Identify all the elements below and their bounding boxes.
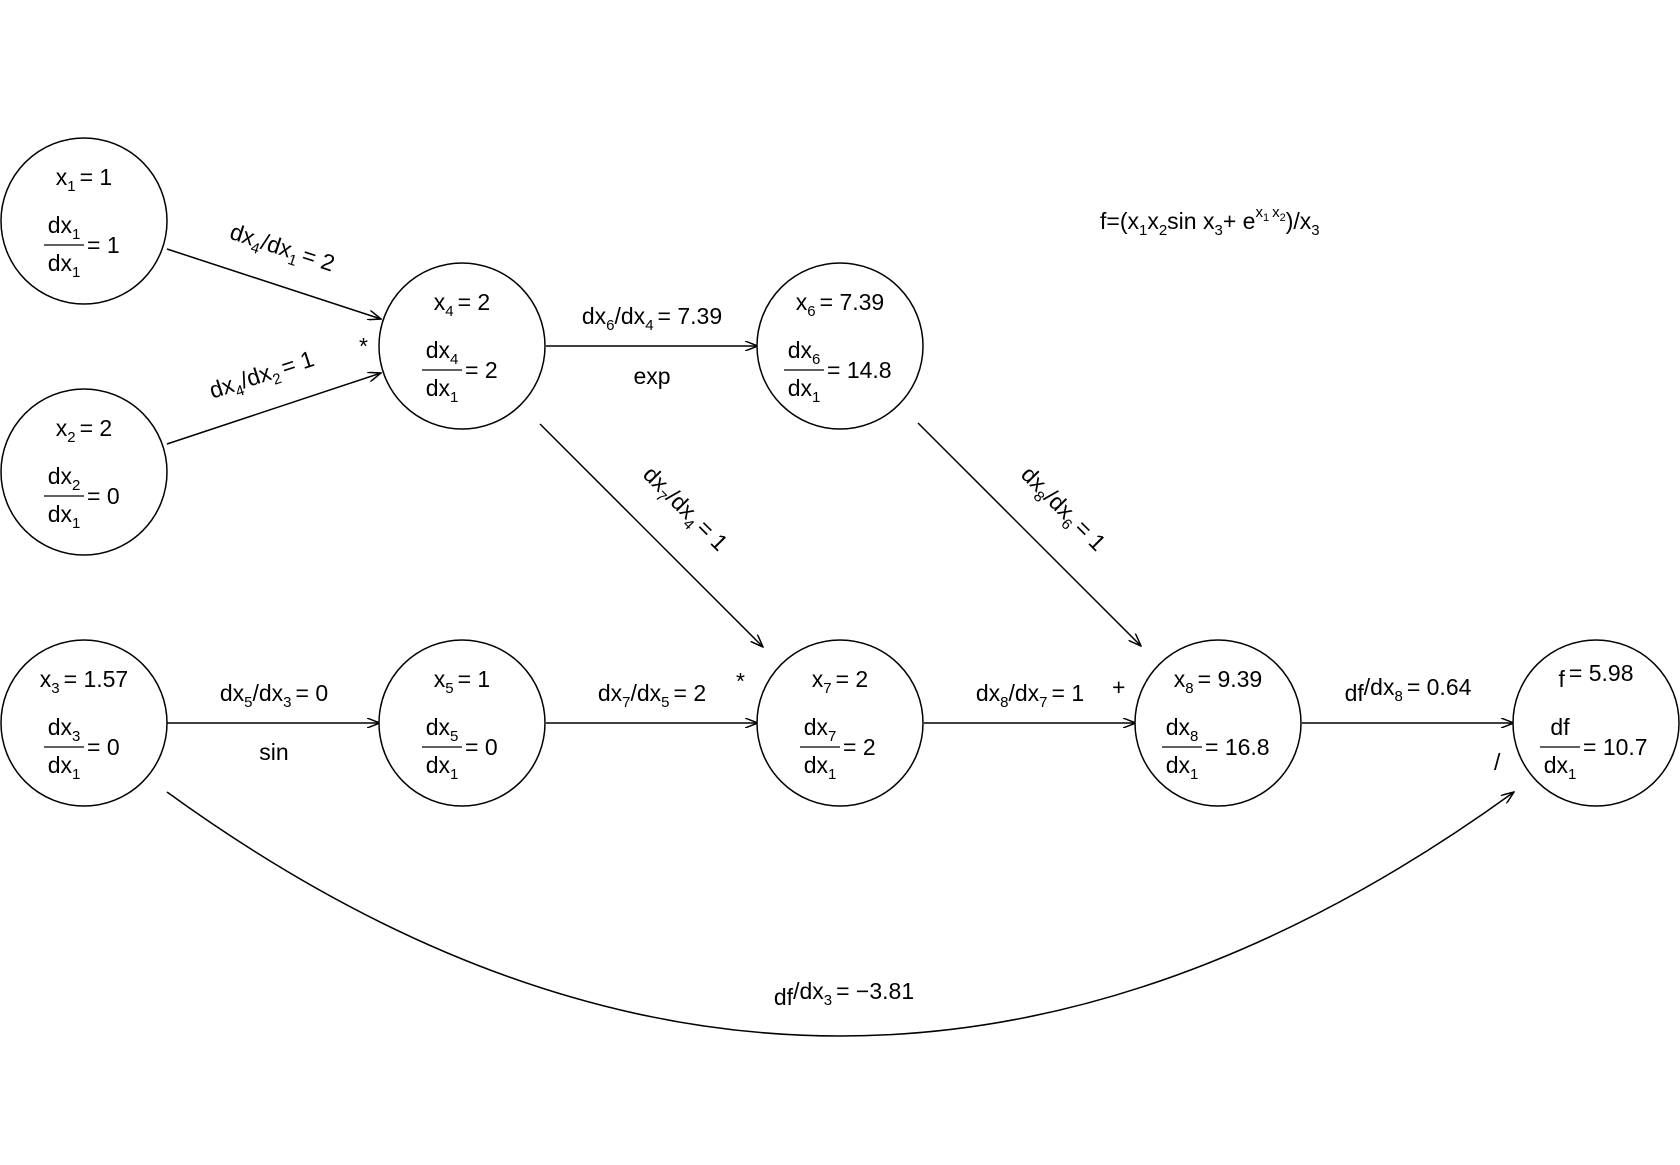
node-circle	[756, 262, 924, 430]
edge-label-x1-x4: dx4/dx1= 2	[225, 218, 338, 281]
op-symbol-x7: *	[736, 668, 745, 694]
node-circle	[1134, 639, 1302, 807]
node-f: f= 5.98 df dx1 = 10.7	[1512, 639, 1680, 807]
node-deriv-numerator: dx1	[48, 212, 81, 243]
node-x4: x4= 2 dx4 dx1 = 2	[378, 262, 546, 430]
node-deriv-denominator: dx1	[426, 752, 459, 783]
edge-op-exp: exp	[633, 363, 670, 389]
node-x5: x5= 1 dx5 dx1 = 0	[378, 639, 546, 807]
edge-op-sin: sin	[259, 739, 288, 765]
node-circle	[1512, 639, 1680, 807]
node-x3: x3= 1.57 dx3 dx1 = 0	[0, 639, 168, 807]
edge-x2-x4	[166, 373, 381, 445]
node-circle	[378, 639, 546, 807]
node-value: x8= 9.39	[1174, 666, 1262, 697]
node-deriv-value: = 0	[87, 734, 120, 760]
edge-label-x5-x7: dx7/dx5= 2	[598, 680, 706, 711]
edge-label-x3-f: df/dx3= −3.81	[774, 978, 914, 1010]
node-value: x7= 2	[812, 666, 868, 697]
edge-label-x4-x7: dx7/dx4= 1	[635, 461, 733, 559]
node-deriv-denominator: dx1	[426, 375, 459, 406]
node-x1: x1= 1 dx1 dx1 = 1	[0, 137, 168, 305]
operator-symbols: * * + /	[359, 333, 1501, 775]
op-symbol-x8: +	[1112, 674, 1125, 700]
node-x2: x2= 2 dx2 dx1 = 0	[0, 388, 168, 556]
node-deriv-numerator: dx3	[48, 714, 81, 745]
node-deriv-value: = 1	[87, 232, 120, 258]
edges	[166, 248, 1514, 1037]
node-circle	[378, 262, 546, 430]
node-value: f= 5.98	[1559, 660, 1634, 692]
node-value: x2= 2	[56, 415, 112, 446]
node-deriv-denominator: dx1	[788, 375, 821, 406]
node-deriv-denominator: dx1	[48, 501, 81, 532]
node-deriv-denominator: dx1	[48, 752, 81, 783]
node-deriv-numerator: df	[1550, 714, 1570, 740]
edge-label-x4-x6: dx6/dx4= 7.39	[582, 303, 722, 334]
edge-x6-x8	[917, 422, 1141, 646]
node-deriv-denominator: dx1	[1166, 752, 1199, 783]
node-deriv-value: = 2	[465, 357, 498, 383]
node-deriv-value: = 14.8	[827, 357, 892, 383]
node-value: x4= 2	[434, 289, 490, 320]
node-circle	[0, 137, 168, 305]
node-deriv-numerator: dx5	[426, 714, 459, 745]
node-deriv-value: = 0	[87, 483, 120, 509]
node-circle	[0, 639, 168, 807]
edge-label-x6-x8: dx8/dx6= 1	[1013, 461, 1111, 559]
edge-labels: dx4/dx1= 2 dx4/dx2= 1 dx6/dx4= 7.39 exp …	[206, 218, 1472, 1010]
node-deriv-numerator: dx7	[804, 714, 837, 745]
op-symbol-x4: *	[359, 333, 368, 359]
edge-x4-x7	[539, 423, 763, 647]
edge-x3-f	[166, 792, 1514, 1037]
edge-label-x8-f: df/dx8= 0.64	[1345, 674, 1472, 706]
node-x6: x6= 7.39 dx6 dx1 = 14.8	[756, 262, 924, 430]
node-deriv-numerator: dx4	[426, 337, 459, 368]
node-deriv-denominator: dx1	[804, 752, 837, 783]
node-value: x3= 1.57	[40, 666, 128, 697]
node-x7: x7= 2 dx7 dx1 = 2	[756, 639, 924, 807]
node-circle	[756, 639, 924, 807]
edge-label-x3-x5: dx5/dx3= 0	[220, 680, 328, 711]
node-deriv-numerator: dx2	[48, 463, 81, 494]
node-deriv-value: = 2	[843, 734, 876, 760]
node-deriv-value: = 10.7	[1583, 734, 1648, 760]
op-symbol-f: /	[1494, 749, 1501, 775]
node-deriv-denominator: dx1	[48, 250, 81, 281]
node-value: x6= 7.39	[796, 289, 884, 320]
nodes: x1= 1 dx1 dx1 = 1 x2= 2 dx2 dx1 =	[0, 137, 1680, 807]
node-value: x1= 1	[56, 164, 112, 195]
node-value: x5= 1	[434, 666, 490, 697]
edge-label-x7-x8: dx8/dx7= 1	[976, 680, 1084, 711]
node-deriv-numerator: dx8	[1166, 714, 1199, 745]
node-deriv-value: = 16.8	[1205, 734, 1270, 760]
node-circle	[0, 388, 168, 556]
edge-x1-x4	[166, 248, 381, 319]
node-x8: x8= 9.39 dx8 dx1 = 16.8	[1134, 639, 1302, 807]
node-deriv-numerator: dx6	[788, 337, 821, 368]
node-deriv-value: = 0	[465, 734, 498, 760]
node-deriv-denominator: dx1	[1544, 752, 1577, 783]
